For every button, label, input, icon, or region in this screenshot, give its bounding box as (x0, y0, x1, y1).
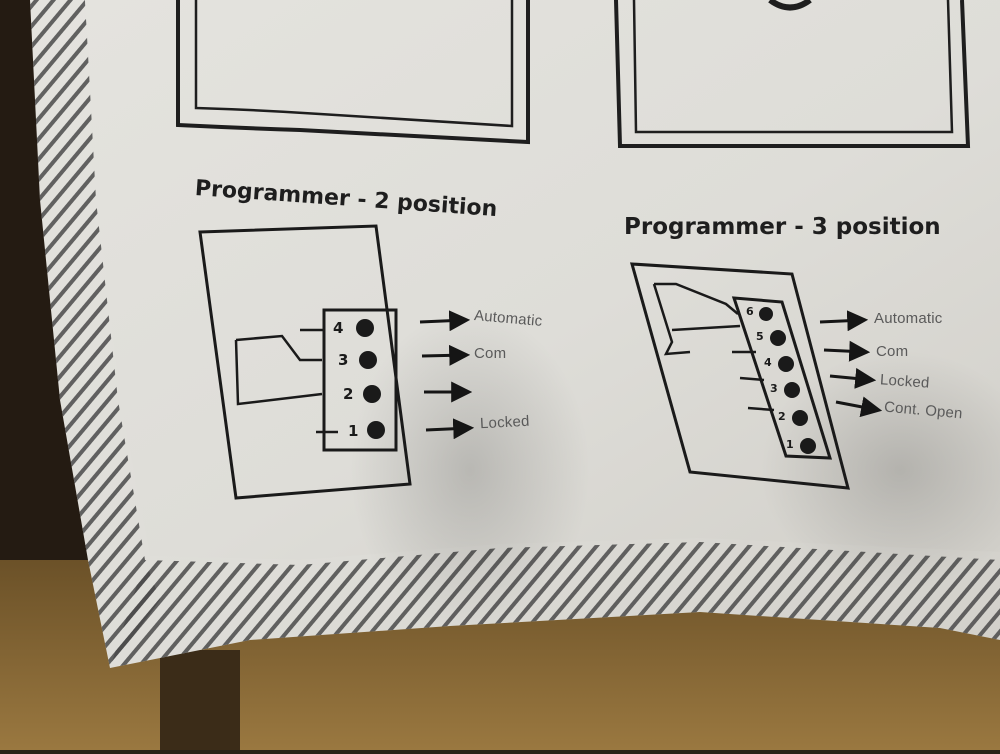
output-label-locked-3pos: Locked (879, 371, 931, 392)
terminal-number: 3 (770, 382, 778, 395)
hatched-border-bottom (110, 542, 1000, 668)
output-label-automatic-3pos: Automatic (874, 310, 943, 327)
terminal-screws-2pos (356, 319, 385, 439)
arrow-automatic-3pos (819, 310, 869, 332)
terminal-number: 5 (756, 330, 764, 343)
output-label-com-2pos: Com (474, 345, 507, 362)
arrow-contopen-3pos (835, 396, 883, 418)
terminal-number: 1 (786, 438, 794, 451)
terminal-number: 2 (778, 410, 786, 423)
output-arrows-2pos (419, 310, 475, 440)
diagram-3-position (629, 262, 850, 490)
terminal-screws-3pos (759, 307, 816, 454)
arrow-com-2pos (421, 344, 471, 366)
output-arrows-3pos (819, 310, 883, 418)
terminal-number: 4 (333, 319, 344, 337)
arrow-locked-2pos (425, 418, 475, 440)
diagram-2-position (198, 224, 412, 500)
paper-inner (85, 0, 1000, 560)
terminal-number: 1 (348, 422, 359, 440)
output-label-locked-2pos: Locked (479, 412, 530, 433)
arrow-com-3pos (823, 340, 871, 362)
paper-shadow (350, 310, 590, 630)
top-left-diagram (176, 0, 530, 145)
terminal-number: 2 (343, 385, 354, 403)
cardboard-gap (160, 650, 240, 750)
box-outline-2pos (198, 224, 412, 500)
box-outline-3pos (629, 262, 850, 490)
terminal-block-3pos (731, 296, 833, 460)
terminal-number: 6 (746, 305, 754, 318)
paper-shadow-right (760, 350, 1000, 590)
output-label-com-3pos: Com (876, 343, 909, 360)
terminal-block-2pos (322, 308, 398, 452)
arrow-locked-3pos (829, 367, 877, 389)
hatched-border-left (30, 0, 160, 668)
terminal-number: 4 (764, 356, 772, 369)
top-right-diagram (614, 0, 971, 148)
terminal-number: 3 (338, 351, 349, 369)
arrow-automatic-2pos (419, 310, 471, 332)
diagram-title-3pos: Programmer - 3 position (624, 214, 941, 240)
